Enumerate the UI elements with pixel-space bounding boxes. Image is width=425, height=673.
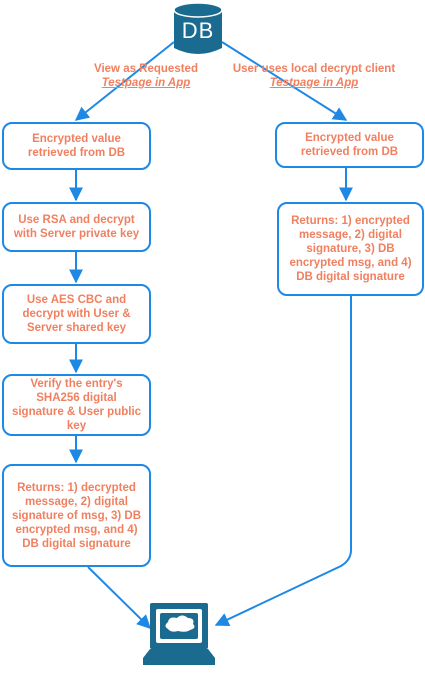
left-step-retrieve: Encrypted value retrieved from DB [2,122,151,170]
left-step-rsa-decrypt: Use RSA and decrypt with Server private … [2,202,151,252]
edge-right-to-terminal [214,296,352,626]
edge-left-to-terminal [87,566,151,629]
right-step-returns: Returns: 1) encrypted message, 2) digita… [277,202,424,296]
edge-label-left: View as Requested Testpage in App [86,62,206,90]
db-label: DB [181,18,215,43]
edge-label-left-line1: View as Requested [94,63,198,75]
right-step-retrieve: Encrypted value retrieved from DB [275,122,424,168]
edge-label-right: User uses local decrypt client Testpage … [224,62,404,90]
edge-label-right-line2: Testpage in App [269,77,359,89]
edge-db-to-left [74,41,175,121]
left-step-returns: Returns: 1) decrypted message, 2) digita… [2,464,151,567]
edge-label-right-line1: User uses local decrypt client [232,63,396,75]
edge-db-to-right [221,41,348,121]
database-icon [173,2,223,54]
left-step-verify-signature: Verify the entry's SHA256 digital signat… [2,374,151,436]
left-step-aes-decrypt: Use AES CBC and decrypt with User & Serv… [2,284,151,344]
edge-label-left-line2: Testpage in App [101,77,191,89]
computer-terminal-icon [143,603,215,665]
